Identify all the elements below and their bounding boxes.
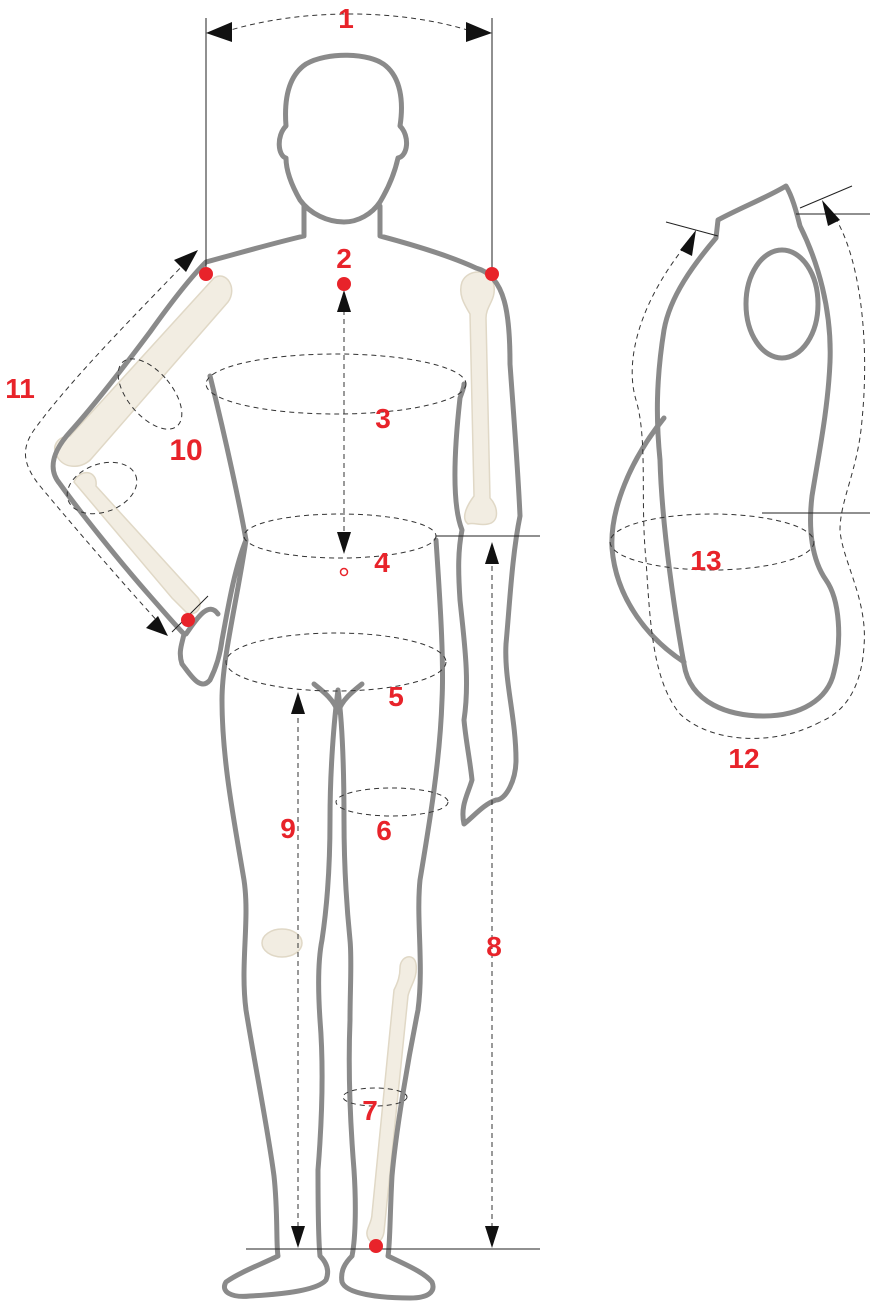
arrowhead-9-top [291,692,305,714]
label-7: 7 [362,1095,378,1126]
arrowhead-2-top [337,290,351,312]
shoulder-point-left [199,267,213,281]
wrist-point [181,613,195,627]
forearm-bone [74,473,200,614]
label-9: 9 [280,813,296,844]
skeleton-bones [55,272,497,1243]
measurement-labels: 1 2 3 4 5 6 7 8 9 10 11 12 13 [5,3,759,1126]
label-10: 10 [169,434,202,467]
arrowhead-8-bottom [485,1226,499,1248]
shoulder-point-right [485,267,499,281]
arrowhead-8-top [485,542,499,564]
profile-tick-front [666,222,718,236]
label-11: 11 [5,373,35,404]
label-12: 12 [728,743,759,774]
arrowhead-1-right [466,22,492,42]
arrowhead-12-back [822,200,840,226]
humerus-bone-right-arm [55,276,232,466]
label-1: 1 [338,3,354,34]
arrowhead-2-bottom [337,532,351,554]
arrowhead-11-bottom [146,616,168,636]
arrowhead-9-bottom [291,1226,305,1248]
profile-length-path-back [820,210,865,722]
side-profile [610,186,870,738]
label-8: 8 [486,931,502,962]
chest-ring [206,354,466,414]
arrowhead-11-top [174,250,198,272]
label-4: 4 [374,547,390,578]
torso-arm-outline [53,206,520,1298]
reference-points [181,267,499,1253]
kneecap-bone [262,929,302,957]
head-outline [279,55,406,222]
ankle-point [369,1239,383,1253]
label-2: 2 [336,243,352,274]
label-5: 5 [388,681,404,712]
arm-opening [746,250,818,358]
label-6: 6 [376,815,392,846]
label-3: 3 [375,403,391,434]
chest-point [337,277,351,291]
front-figure [53,55,520,1298]
arrowhead-1-left [206,22,232,42]
hip-ring [226,633,446,691]
profile-outline [657,186,838,716]
navel-point [341,569,348,576]
humerus-bone-left-arm [461,272,497,525]
arrowhead-12-front [680,230,696,256]
belly-outline [612,418,684,662]
label-13: 13 [690,545,721,576]
